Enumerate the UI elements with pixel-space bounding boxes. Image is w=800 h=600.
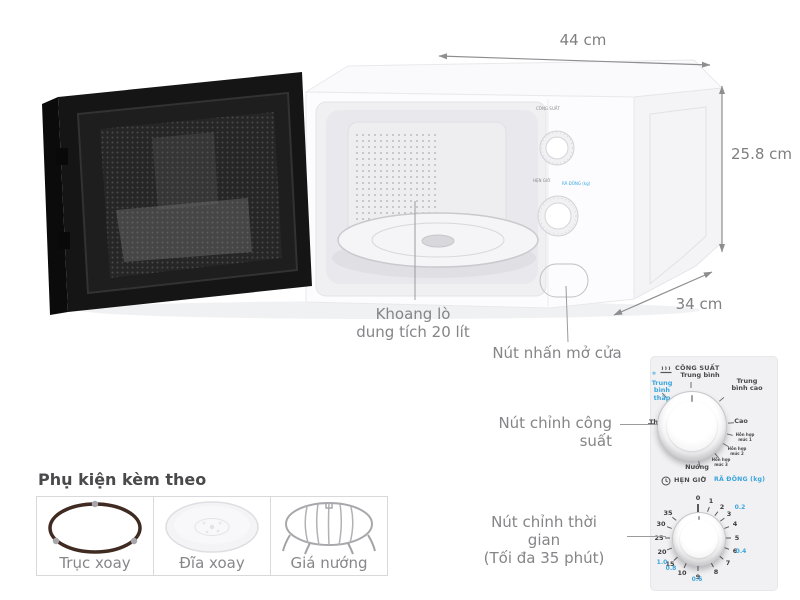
door-mesh bbox=[100, 112, 282, 278]
dimension-arrows bbox=[438, 53, 726, 316]
defrost-section-title: RÃ ĐÔNG (kg) bbox=[714, 476, 766, 483]
strip-timer-title: HẸN GIỜ bbox=[533, 178, 551, 183]
power-level-label: Trung bình thấp bbox=[651, 379, 673, 402]
power-level-label: Cao bbox=[734, 417, 748, 425]
microwave-body bbox=[304, 59, 724, 309]
power-level-label: Nướng bbox=[685, 463, 709, 471]
timer-minute-mark: 20 bbox=[657, 548, 667, 556]
door-edge bbox=[42, 97, 68, 315]
cavity-callout-line1: Khoang lò bbox=[375, 305, 451, 323]
strip-defrost-title: RÃ ĐÔNG (kg) bbox=[562, 181, 591, 186]
width-arrow bbox=[438, 53, 711, 68]
power-knob bbox=[657, 391, 727, 461]
power-leader-line bbox=[620, 424, 658, 425]
timer-minute-mark: 9 bbox=[695, 573, 701, 581]
body-side-face bbox=[633, 87, 723, 300]
accessory-label: Trục xoay bbox=[59, 554, 131, 572]
accessory-grill-rack: Giá nướng bbox=[270, 497, 387, 575]
power-knob-callout: Nút chỉnh công suất bbox=[498, 414, 612, 450]
timer-minute-mark: 30 bbox=[656, 520, 666, 528]
height-dimension-label: 25.8 cm bbox=[731, 145, 793, 163]
power-level-label: Trung bình cao bbox=[731, 377, 763, 393]
defrost-mark: 0.4 bbox=[735, 548, 747, 555]
defrost-mark: 1.0 bbox=[656, 559, 668, 566]
defrost-mark: 0.2 bbox=[734, 504, 746, 511]
glass-plate-icon bbox=[165, 501, 259, 553]
side-recess bbox=[649, 106, 707, 286]
callout-lines bbox=[414, 201, 569, 343]
timer-minute-mark: 10 bbox=[677, 569, 687, 577]
defrost-mark: 0.8 bbox=[665, 565, 677, 572]
waveguide-perforation bbox=[356, 130, 440, 222]
depth-arrow bbox=[613, 271, 713, 316]
timer-minute-mark: 35 bbox=[663, 509, 673, 517]
strip-power-title: CÔNG SUẤT bbox=[536, 106, 560, 111]
timer-minute-mark: 8 bbox=[713, 568, 719, 576]
power-section-title: CÔNG SUẤT bbox=[675, 364, 720, 372]
door-button-leader-line bbox=[565, 285, 569, 343]
timer-leader-line bbox=[627, 536, 666, 537]
power-level-label: Hỗn hợp mức 1 bbox=[735, 432, 755, 442]
timer-minute-mark: 7 bbox=[725, 559, 731, 567]
timer-minute-mark: 25 bbox=[654, 534, 664, 542]
accessories-title: Phụ kiện kèm theo bbox=[38, 470, 207, 489]
timer-callout-line2: (Tối đa 35 phút) bbox=[483, 549, 605, 567]
timer-section-title: HẸN GIỜ bbox=[674, 476, 707, 484]
door-open-button bbox=[539, 263, 589, 298]
timer-minute-mark: 0 bbox=[695, 494, 701, 502]
clock-icon bbox=[661, 476, 671, 486]
control-panel-detail: CÔNG SUẤT Trung bình Trung bình cao Cao … bbox=[648, 356, 778, 591]
timer-minute-mark: 6 bbox=[732, 547, 738, 555]
timer-minute-mark: 4 bbox=[732, 520, 738, 528]
power-level-label: Trung bình bbox=[680, 371, 720, 379]
accessory-glass-plate: Đĩa xoay bbox=[153, 497, 270, 575]
cavity-callout: Khoang lò dung tích 20 lít bbox=[343, 305, 483, 341]
timer-knob-callout: Nút chỉnh thời gian (Tối đa 35 phút) bbox=[474, 513, 614, 567]
width-dimension-label: 44 cm bbox=[559, 31, 607, 49]
timer-minute-mark: 2 bbox=[719, 503, 725, 511]
body-top-face bbox=[304, 59, 724, 98]
cavity-callout-line2: dung tích 20 lít bbox=[356, 323, 470, 341]
depth-dimension-label: 34 cm bbox=[675, 295, 723, 313]
defrost-mark: 0.6 bbox=[691, 576, 703, 583]
timer-minute-mark: 5 bbox=[734, 534, 740, 542]
timer-minute-mark: 1 bbox=[708, 497, 714, 505]
dial-tick-marks bbox=[648, 382, 734, 571]
timer-minute-mark: 15 bbox=[665, 560, 675, 568]
timer-knob bbox=[672, 512, 726, 566]
power-level-label: Hỗn hợp mức 3 bbox=[711, 457, 731, 467]
door-latch bbox=[58, 232, 70, 249]
accessories-section: Phụ kiện kèm theo Trục xoay bbox=[36, 470, 390, 576]
microwave-door bbox=[42, 72, 312, 315]
turntable-hub bbox=[421, 234, 455, 248]
power-level-label: Hỗn hợp mức 2 bbox=[727, 446, 747, 456]
accessory-roller-ring: Trục xoay bbox=[37, 497, 153, 575]
power-steam-icon bbox=[660, 366, 672, 374]
roller-ring-icon bbox=[48, 500, 142, 554]
door-button-callout: Nút nhấn mở cửa bbox=[492, 344, 622, 362]
defrost-icon: ❄ bbox=[651, 371, 657, 377]
accessory-label: Giá nướng bbox=[290, 554, 368, 572]
door-latch bbox=[56, 148, 68, 165]
accessories-table: Trục xoay Đĩa xoay bbox=[36, 496, 388, 576]
timer-callout-line1: Nút chỉnh thời gian bbox=[491, 513, 597, 549]
timer-minute-mark: 3 bbox=[726, 510, 732, 518]
accessory-label: Đĩa xoay bbox=[179, 554, 245, 572]
front-panel-controls bbox=[537, 130, 589, 298]
grill-rack-icon bbox=[282, 502, 376, 555]
